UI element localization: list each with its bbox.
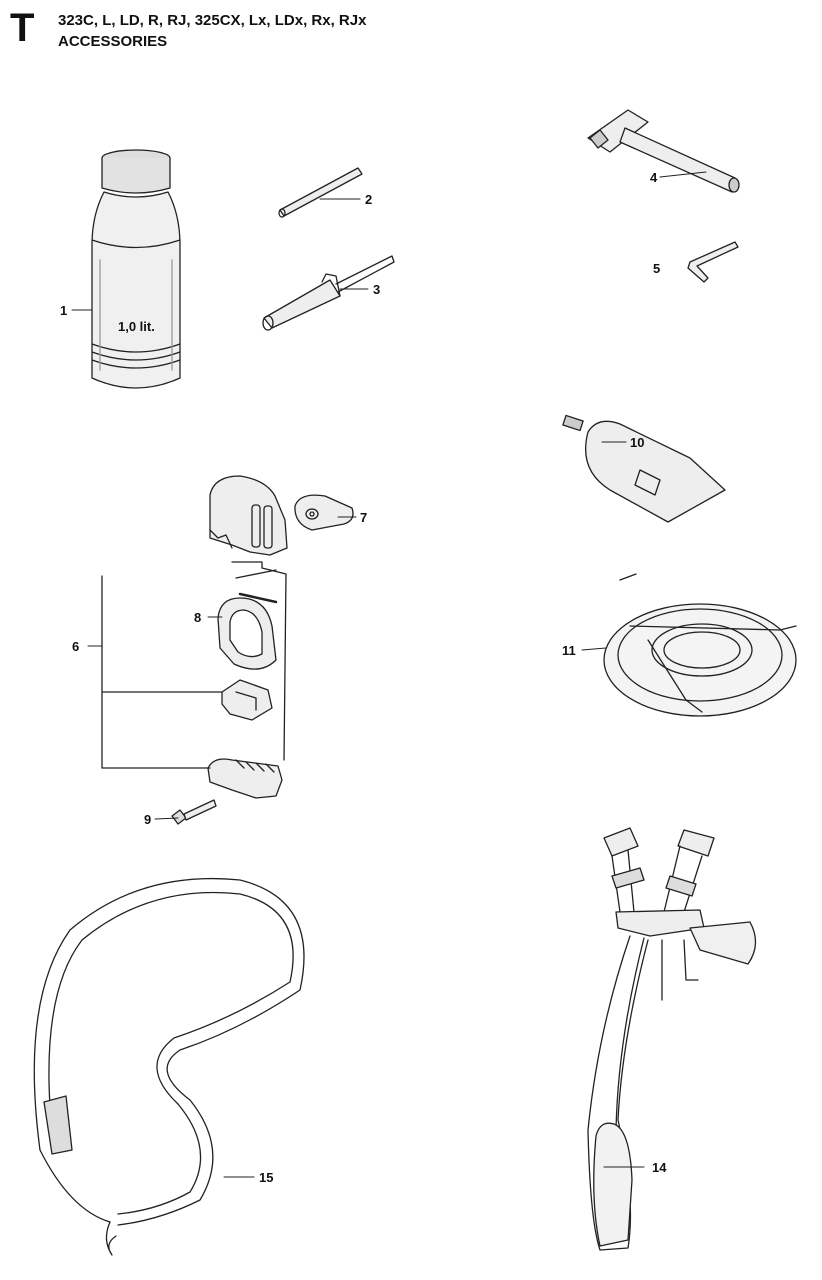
callout-15: 15 [259, 1170, 273, 1185]
d-ring [217, 597, 277, 670]
shoulder-strap [33, 877, 305, 1256]
file-tool [262, 255, 395, 331]
callout-9: 9 [144, 812, 151, 827]
callout-5: 5 [653, 261, 660, 276]
callout-8: 8 [194, 610, 201, 625]
callout-11: 11 [562, 643, 576, 658]
model-list: 323C, L, LD, R, RJ, 325CX, Lx, LDx, Rx, … [58, 12, 367, 29]
callout-labels: 1 2 3 4 5 6 7 8 9 10 11 14 15 [60, 170, 667, 1185]
callout-7: 7 [360, 510, 367, 525]
callout-2: 2 [365, 192, 372, 207]
grease-tube [562, 414, 726, 523]
callout-1: 1 [60, 303, 67, 318]
bottle-capacity-label: 1,0 lit. [118, 319, 155, 334]
callout-bracket [101, 575, 223, 769]
callout-10: 10 [630, 435, 644, 450]
harness [587, 827, 757, 1251]
clip [221, 679, 273, 721]
clamp-plate [231, 561, 287, 761]
trimmer-line-coil [603, 573, 797, 717]
spanner [587, 109, 740, 193]
section-letter: T [10, 6, 35, 50]
top-clamp [209, 475, 288, 556]
callout-4: 4 [650, 170, 658, 185]
allen-key [687, 241, 739, 283]
pin [278, 167, 363, 218]
screw [171, 799, 217, 825]
callout-6: 6 [72, 639, 79, 654]
callout-3: 3 [373, 282, 380, 297]
oil-bottle [91, 149, 181, 389]
end-cap [294, 494, 354, 531]
leader-lines [71, 171, 707, 1178]
callout-14: 14 [652, 1160, 667, 1175]
bottom-clamp [207, 758, 283, 799]
page-title: ACCESSORIES [58, 33, 168, 50]
